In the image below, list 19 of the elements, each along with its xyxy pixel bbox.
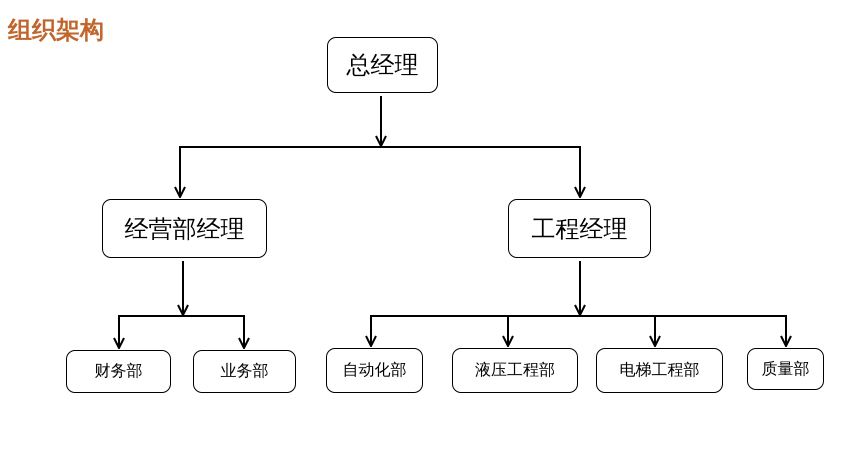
diagram-title: 组织架构 bbox=[8, 16, 104, 46]
org-box: 财务部 bbox=[66, 350, 171, 393]
arrow bbox=[174, 146, 381, 198]
arrow bbox=[502, 315, 580, 347]
org-box: 经营部经理 bbox=[102, 199, 267, 258]
org-box: 液压工程部 bbox=[452, 348, 578, 393]
org-box: 自动化部 bbox=[326, 348, 423, 393]
arrow bbox=[177, 261, 189, 316]
org-box: 质量部 bbox=[747, 348, 824, 390]
org-box: 总经理 bbox=[327, 37, 438, 93]
arrow bbox=[574, 261, 586, 316]
arrow bbox=[381, 146, 586, 198]
arrow bbox=[113, 315, 183, 349]
arrow bbox=[183, 315, 250, 349]
org-box: 电梯工程部 bbox=[596, 348, 723, 393]
org-box: 工程经理 bbox=[508, 199, 651, 258]
org-box: 业务部 bbox=[193, 350, 296, 393]
arrow bbox=[580, 315, 792, 347]
arrow bbox=[375, 96, 387, 147]
